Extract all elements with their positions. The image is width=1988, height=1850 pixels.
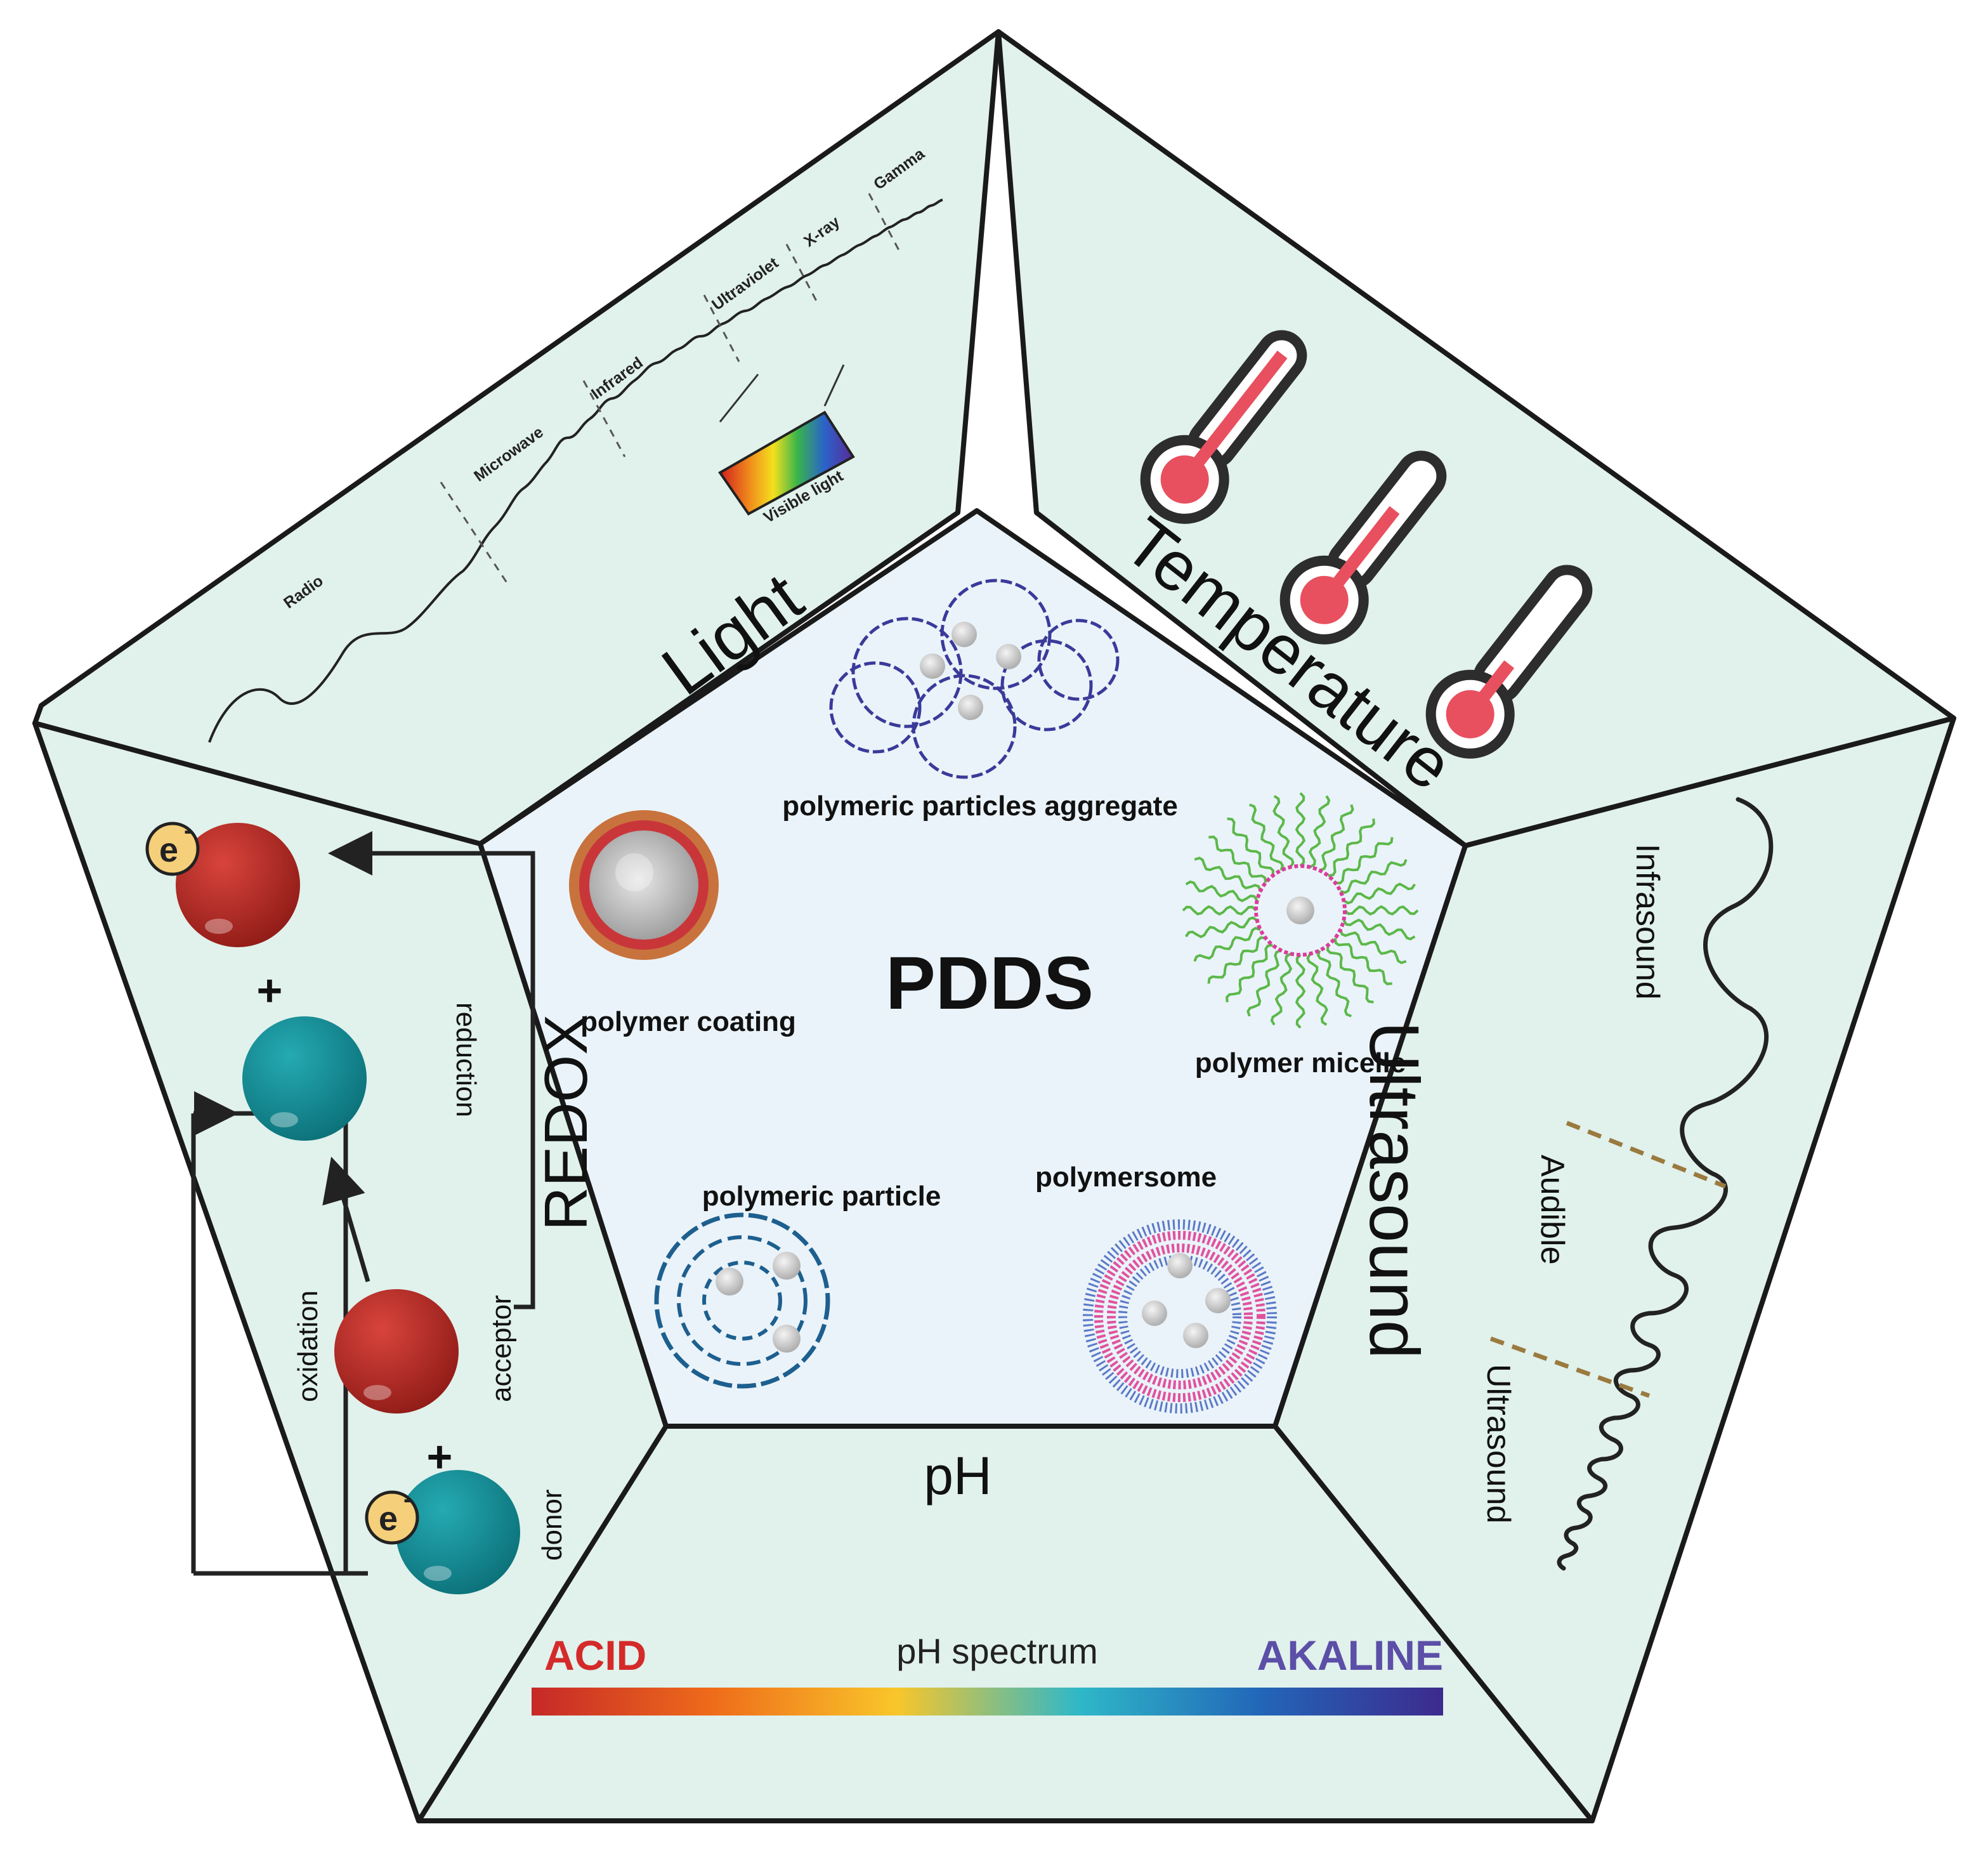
micelle-arm bbox=[1208, 836, 1267, 883]
acceptor-sphere bbox=[334, 1289, 459, 1414]
em-wave bbox=[208, 199, 943, 743]
reduced-acceptor-sphere bbox=[176, 823, 300, 947]
micelle-arm bbox=[1226, 943, 1273, 1002]
coating-label: polymer coating bbox=[580, 1006, 796, 1037]
polymersome-icon: polymersome bbox=[1035, 1162, 1277, 1414]
electron-symbol: e bbox=[159, 831, 178, 869]
micelle-arm bbox=[1270, 952, 1293, 1026]
transfer-arrow bbox=[322, 1157, 370, 1282]
center-core: PDDS polymeric particles aggregate polym… bbox=[569, 579, 1419, 1414]
electron-badge bbox=[365, 1490, 419, 1545]
ph-gradient-bar bbox=[532, 1688, 1443, 1716]
pdds-title: PDDS bbox=[886, 941, 1094, 1025]
aggregate-label: polymeric particles aggregate bbox=[782, 791, 1178, 822]
oxidation-label: oxidation bbox=[292, 1290, 324, 1402]
infrasound-label: Infrasound bbox=[1629, 844, 1666, 1000]
polymersome-label: polymersome bbox=[1035, 1162, 1217, 1193]
ph-spectrum-label: pH spectrum bbox=[896, 1631, 1097, 1671]
micelle-arm bbox=[1185, 916, 1258, 938]
polymeric-aggregate-icon: polymeric particles aggregate bbox=[782, 579, 1178, 822]
micelle-arm bbox=[1306, 953, 1328, 1026]
audible-label: Audible bbox=[1534, 1155, 1571, 1264]
micelle-arm bbox=[1319, 804, 1354, 872]
micelle-arm bbox=[1295, 954, 1306, 1029]
oxidized-donor-sphere bbox=[242, 1016, 367, 1141]
donor-label: donor bbox=[537, 1489, 568, 1561]
ultrasound-band-label: Ultrasound bbox=[1480, 1364, 1517, 1523]
electron-symbol: e bbox=[379, 1500, 398, 1538]
acceptor-label: acceptor bbox=[486, 1295, 517, 1402]
ph-section: pH ACID pH spectrum AKALINE bbox=[532, 1446, 1443, 1716]
alkaline-label: AKALINE bbox=[1257, 1632, 1443, 1679]
micelle-arm bbox=[1343, 882, 1416, 905]
micelle-arm bbox=[1344, 905, 1419, 916]
micelle-arm bbox=[1339, 929, 1407, 964]
micelle-arm bbox=[1194, 856, 1262, 892]
redox-section: e - + + e - reduction oxidation acceptor… bbox=[145, 817, 600, 1594]
thermometer-icon bbox=[1140, 330, 1307, 524]
polymer-coating-icon: polymer coating bbox=[569, 810, 796, 1037]
micelle-arm bbox=[1335, 837, 1394, 885]
micelle-label: polymer micelle bbox=[1195, 1047, 1406, 1079]
micelle-arm bbox=[1182, 905, 1257, 916]
micelle-arm bbox=[1342, 918, 1416, 941]
acid-label: ACID bbox=[544, 1632, 646, 1679]
plus-sign-top: + bbox=[257, 966, 283, 1015]
electron-badge bbox=[145, 822, 200, 876]
micelle-arm bbox=[1246, 949, 1282, 1017]
micelle-arm bbox=[1207, 936, 1266, 984]
micelle-arm bbox=[1227, 817, 1275, 876]
micelle-arm bbox=[1272, 795, 1295, 868]
electron-sup: - bbox=[403, 1485, 412, 1513]
micelle-arm bbox=[1316, 950, 1352, 1018]
ultrasound-section: Infrasound Audible Ultrasound Ultrasound bbox=[1355, 797, 1774, 1571]
micelle-arm bbox=[1340, 858, 1408, 895]
redox-label: REDOX bbox=[532, 1014, 600, 1231]
particle-label: polymeric particle bbox=[702, 1181, 941, 1212]
micelle-arm bbox=[1185, 880, 1259, 903]
micelle-arm bbox=[1328, 818, 1375, 877]
inner-pentagon bbox=[478, 508, 1468, 1429]
ultrasound-label: Ultrasound bbox=[1355, 1021, 1433, 1359]
electron-sup: - bbox=[184, 817, 192, 844]
micelle-arm bbox=[1295, 792, 1306, 867]
ph-label: pH bbox=[924, 1446, 991, 1506]
reduction-label: reduction bbox=[450, 1002, 481, 1117]
donor-sphere bbox=[396, 1470, 520, 1594]
micelle-arm bbox=[1333, 938, 1392, 985]
outer-pentagon bbox=[32, 29, 1956, 1823]
micelle-arm bbox=[1248, 803, 1285, 871]
sound-wave bbox=[1557, 797, 1774, 1571]
visible-light-prism: Visible light bbox=[718, 364, 855, 527]
thermometer-icon bbox=[1425, 565, 1593, 759]
micelle-arm bbox=[1193, 926, 1261, 962]
micelle-arm bbox=[1308, 795, 1331, 869]
polymeric-particle-icon: polymeric particle bbox=[654, 1181, 941, 1389]
micelle-arm bbox=[1326, 945, 1374, 1004]
thermometer-icon bbox=[1279, 450, 1447, 645]
reduction-arrow bbox=[328, 831, 535, 1309]
polymer-micelle-icon: polymer micelle bbox=[1182, 792, 1419, 1079]
